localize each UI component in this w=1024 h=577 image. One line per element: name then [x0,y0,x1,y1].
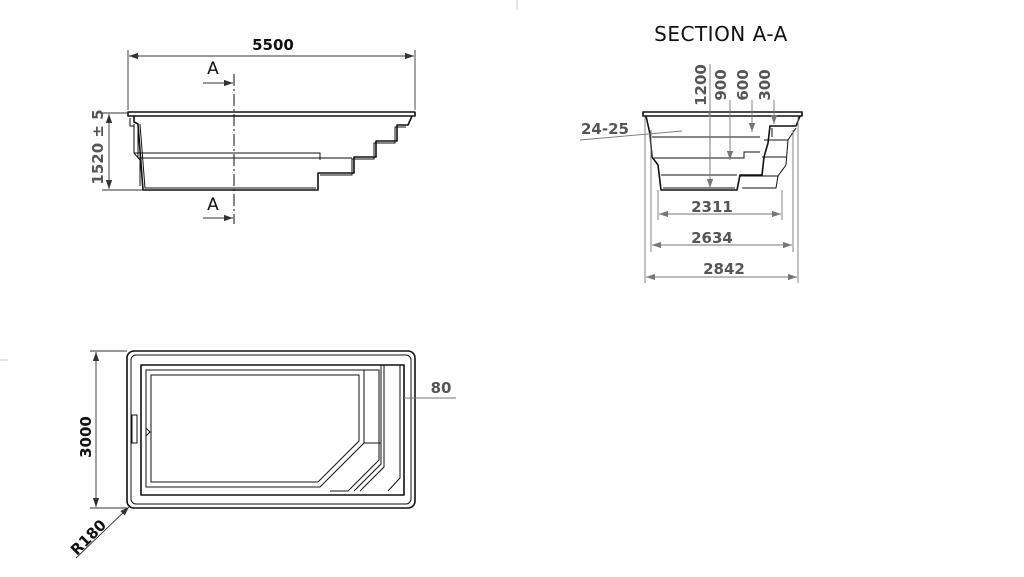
slope-label: 24-25 [581,120,629,138]
section-letter-top: A [207,59,219,79]
depth-label-600: 600 [734,69,752,100]
width-dimensions: 2311 2634 2842 [644,117,799,283]
side-view: 5500 A A 1520 ± 5 [89,36,416,224]
rim-label: 80 [431,379,452,397]
height-dimension: 1520 ± 5 [89,109,143,191]
width-label-2311: 2311 [691,198,733,216]
depth-dimensions: 1200 900 600 300 [692,64,778,188]
plan-width-label: 3000 [77,416,95,458]
length-dimension: 5500 [127,36,416,110]
slope-dimension: 24-25 [579,120,683,141]
section-mark-bottom: A [203,195,233,222]
section-view: SECTION A-A 24-25 1200 900 600 [579,22,803,283]
plan-view: 80 3000 R180 [67,350,456,559]
length-label: 5500 [252,36,294,54]
depth-label-300: 300 [756,69,774,100]
plan-width-dimension: 3000 [77,350,127,509]
depth-label-1200: 1200 [692,64,710,106]
section-mark-top: A [203,59,233,87]
radius-dimension: R180 [67,506,130,559]
rim-dimension: 80 [404,379,456,399]
depth-label-900: 900 [712,69,730,100]
width-label-2634: 2634 [691,229,733,247]
width-label-2842: 2842 [703,260,745,278]
height-label: 1520 ± 5 [89,109,107,184]
radius-label: R180 [67,516,110,559]
section-letter-bottom: A [207,195,219,215]
section-title: SECTION A-A [654,22,788,46]
